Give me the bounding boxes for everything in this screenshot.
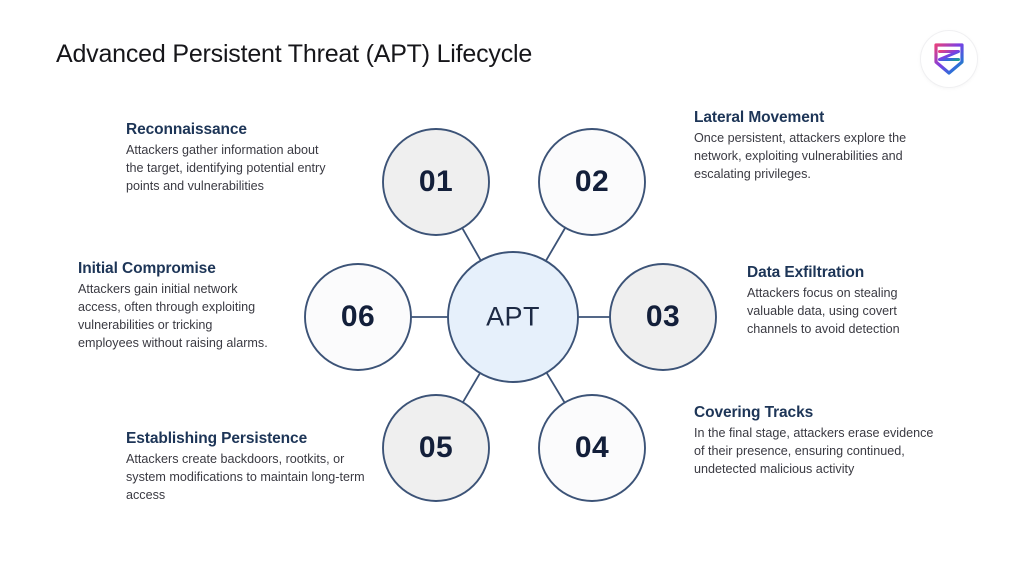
callout-title-establishing-persistence: Establishing Persistence [126,430,308,447]
shield-logo-icon [934,43,964,75]
callout-title-initial-compromise: Initial Compromise [78,260,216,277]
connector-line-02 [545,227,567,262]
hub-circle[interactable] [447,251,579,383]
callout-data-exfiltration: Data Exfiltration Attackers focus on ste… [747,264,947,339]
node-circle-03[interactable] [609,263,717,371]
callout-reconnaissance: Reconnaissance Attackers gather informat… [126,121,326,196]
node-circle-02[interactable] [538,128,646,236]
node-circle-01[interactable] [382,128,490,236]
callout-lateral-movement: Lateral Movement Once persistent, attack… [694,109,938,184]
callout-body-reconnaissance: Attackers gather information about the t… [126,143,326,193]
connector-lines [411,227,610,404]
callout-title-lateral-movement: Lateral Movement [694,109,825,126]
page-title: Advanced Persistent Threat (APT) Lifecyc… [56,40,533,68]
callout-body-covering-tracks: In the final stage, attackers erase evid… [694,426,934,476]
callout-body-lateral-movement: Once persistent, attackers explore the n… [694,131,907,181]
callout-body-establishing-persistence: Attackers create backdoors, rootkits, or… [126,452,365,502]
node-circle-04[interactable] [538,394,646,502]
callout-establishing-persistence: Establishing Persistence Attackers creat… [126,430,366,505]
node-circle-05[interactable] [382,394,490,502]
connector-line-04 [545,372,566,404]
callout-title-reconnaissance: Reconnaissance [126,121,247,138]
node-circle-06[interactable] [304,263,412,371]
callout-title-covering-tracks: Covering Tracks [694,404,814,421]
connector-line-01 [461,227,482,261]
connector-line-05 [462,372,481,403]
brand-logo [921,31,977,87]
callout-initial-compromise: Initial Compromise Attackers gain initia… [78,260,274,353]
callout-covering-tracks: Covering Tracks In the final stage, atta… [694,404,934,479]
callout-body-data-exfiltration: Attackers focus on stealing valuable dat… [747,286,900,336]
callout-body-initial-compromise: Attackers gain initial network access, o… [78,282,268,350]
node-circles [304,128,717,502]
callout-title-data-exfiltration: Data Exfiltration [747,264,865,281]
